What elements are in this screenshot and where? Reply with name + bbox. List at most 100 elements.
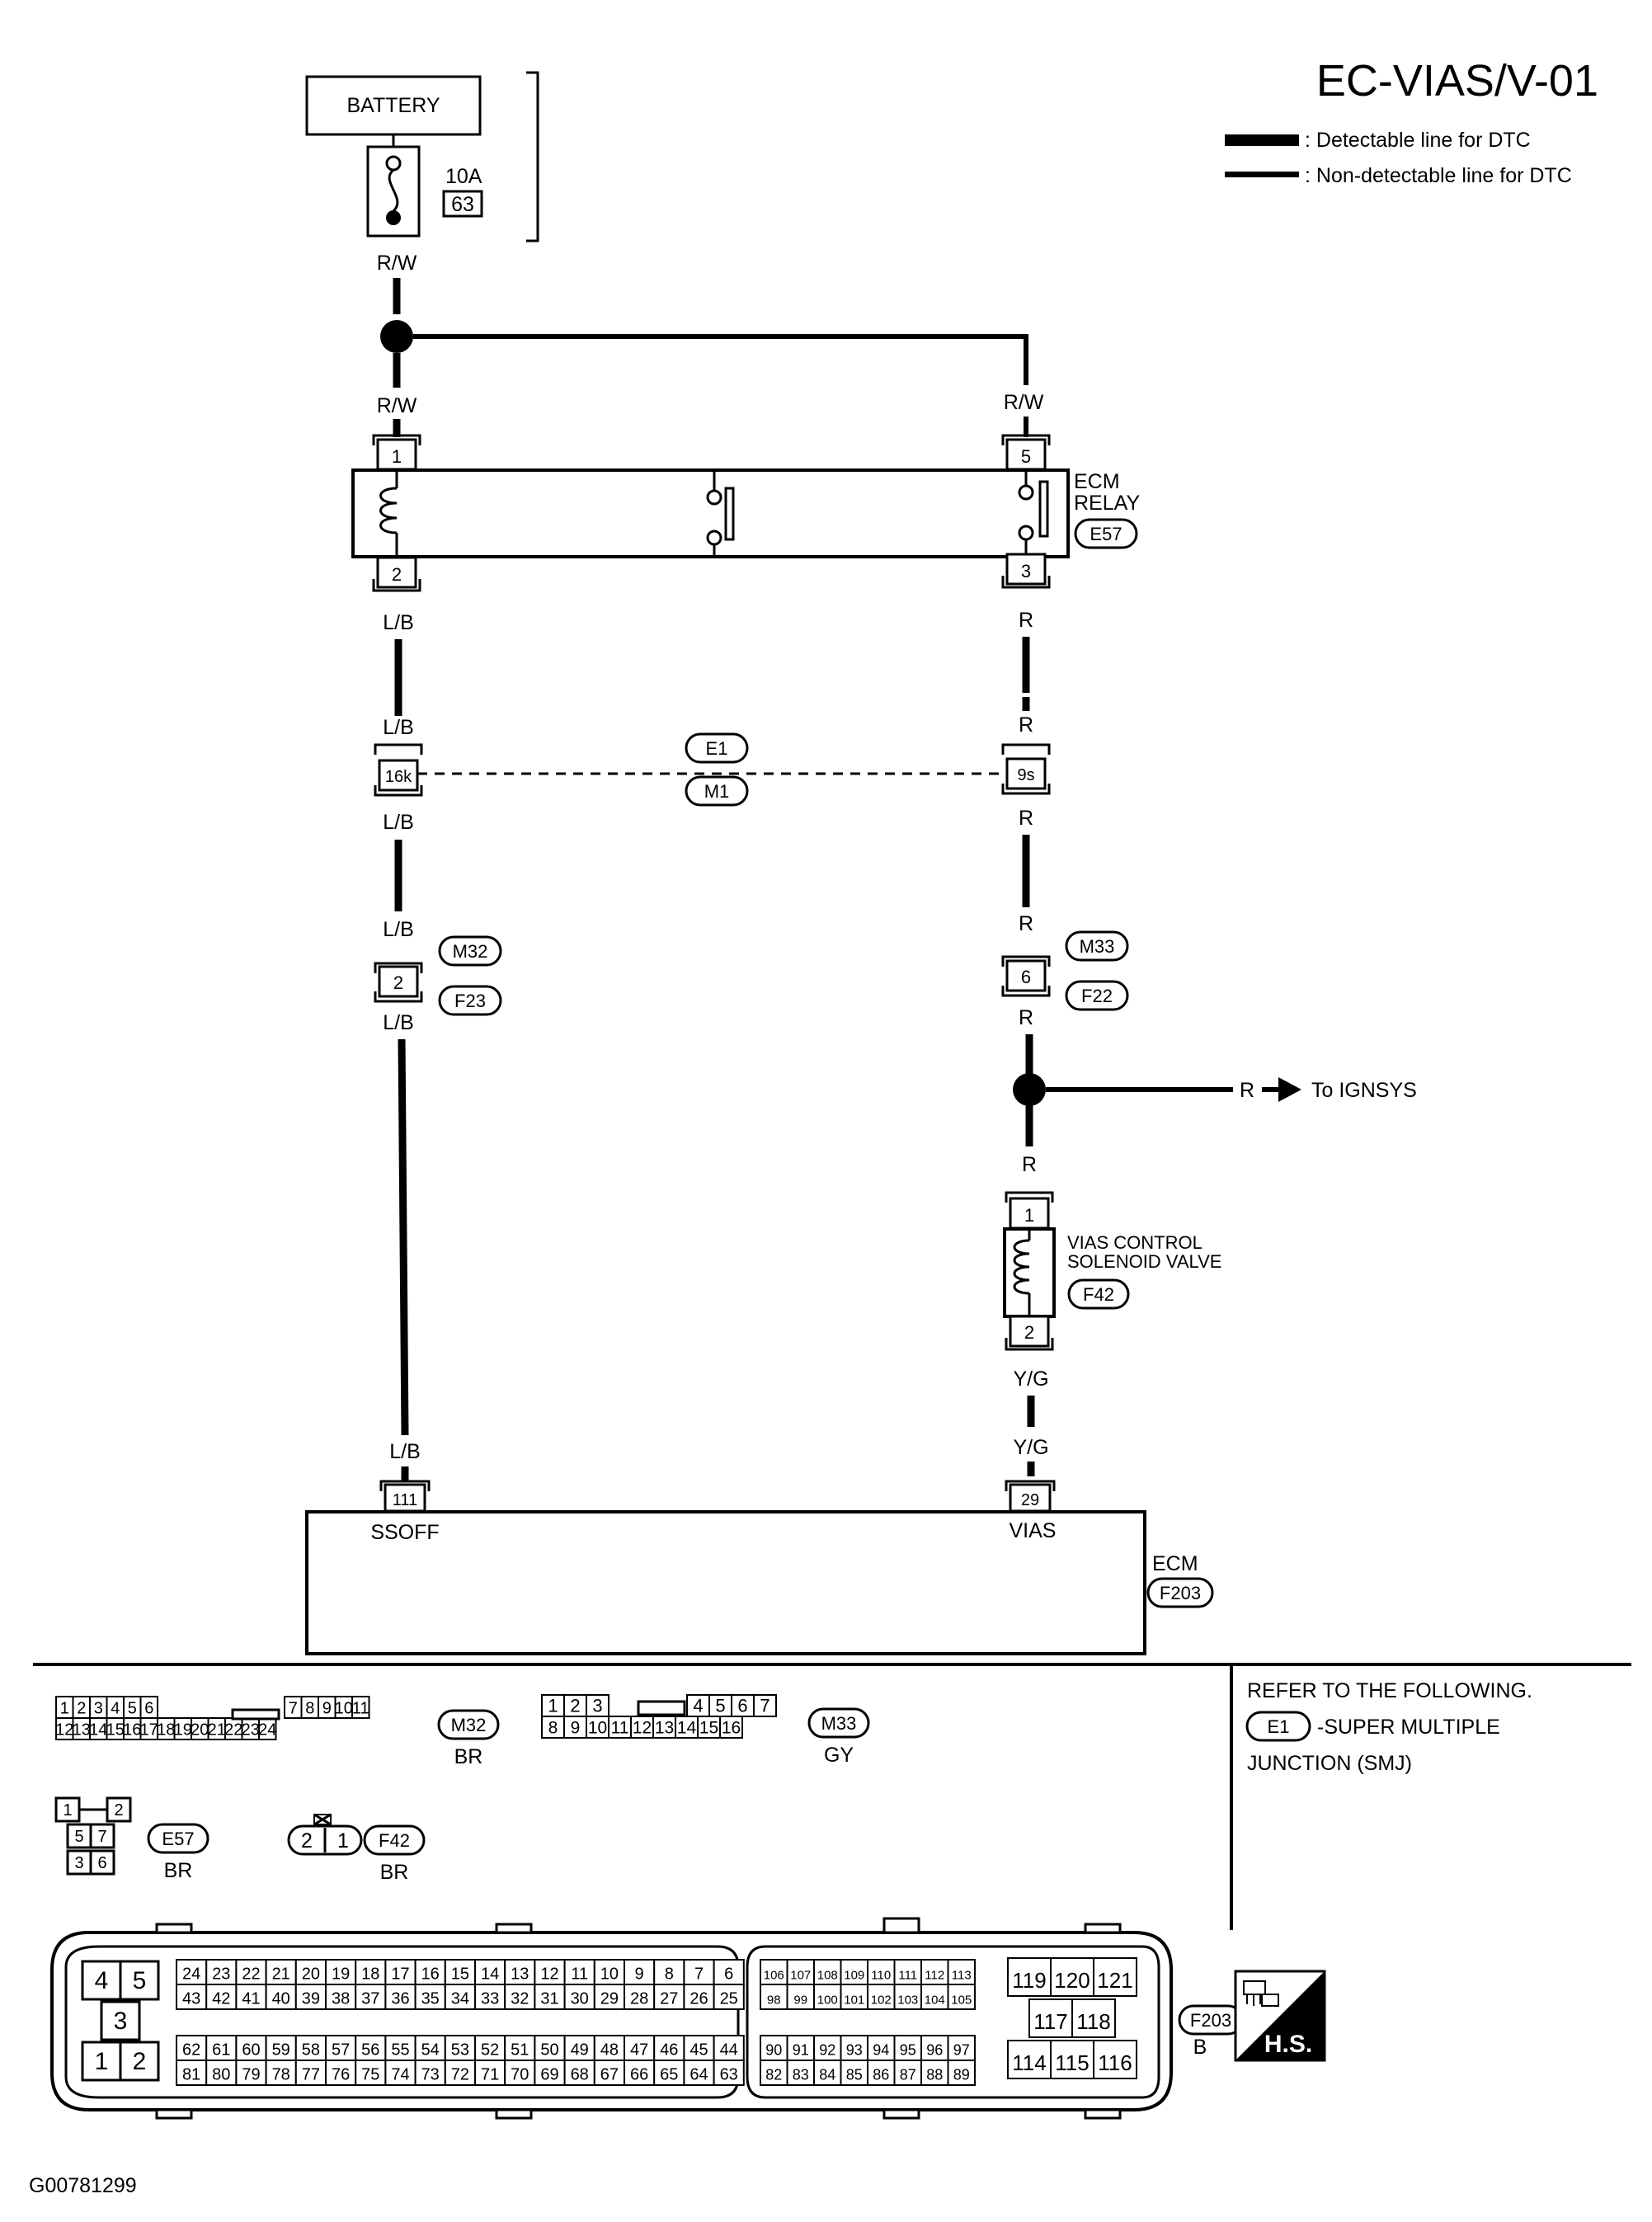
f203-pin-label: 93 — [846, 2041, 863, 2058]
m33-pin-label: 12 — [633, 1718, 652, 1737]
wire-label-rw-left: R/W — [377, 394, 417, 417]
connector-m32-oval — [438, 935, 502, 967]
f203-pin-63 — [713, 2060, 745, 2086]
svg-text:M33: M33 — [1080, 936, 1115, 957]
f203-pin-28 — [624, 1984, 656, 2010]
f203-pin-label: 62 — [182, 2041, 200, 2059]
svg-text:16k: 16k — [385, 768, 412, 786]
f203-pin-114 — [1007, 2040, 1052, 2079]
svg-text:F203: F203 — [1160, 1583, 1201, 1603]
refer-line-2: -SUPER MULTIPLE — [1317, 1716, 1500, 1739]
f203-pin-label: 84 — [819, 2066, 835, 2083]
m32-pin-label: 13 — [73, 1721, 91, 1739]
f203-pin-label: 37 — [361, 1989, 379, 2008]
m32-pin-label: 20 — [191, 1721, 209, 1739]
wire-label-lb-1: L/B — [383, 611, 414, 634]
svg-text:3: 3 — [1021, 561, 1031, 581]
svg-text:5: 5 — [1021, 446, 1031, 467]
f203-pin-label: 91 — [793, 2041, 809, 2058]
m32-pin-label: 8 — [305, 1699, 314, 1717]
f203-pin-121 — [1093, 1957, 1137, 1997]
legend-non-detectable: : Non-detectable line for DTC — [1305, 164, 1572, 187]
f203-pin-label: 49 — [571, 2041, 589, 2059]
m32-pin-label: 23 — [242, 1721, 260, 1739]
figure-code: G00781299 — [29, 2174, 137, 2197]
f203-pin-76 — [325, 2060, 357, 2086]
svg-text:F23: F23 — [454, 991, 486, 1011]
svg-text:3: 3 — [74, 1854, 83, 1872]
wire-label-yg-2: Y/G — [1013, 1436, 1048, 1459]
m32-pin-label: 21 — [208, 1721, 226, 1739]
f203-pin-label: 92 — [819, 2041, 835, 2058]
f203-pin-label: 27 — [660, 1989, 678, 2008]
f203-pin-label: 64 — [690, 2065, 708, 2083]
f203-pin-label: 106 — [764, 1968, 784, 1982]
svg-text:3: 3 — [114, 2008, 128, 2035]
wire-label-r-6: R — [1022, 1153, 1037, 1176]
m33-pin-label: 1 — [548, 1695, 558, 1716]
svg-text:2: 2 — [393, 972, 403, 993]
m32-pin-label: 19 — [174, 1721, 192, 1739]
m32-pin-label: 12 — [55, 1721, 73, 1739]
f203-pin-86 — [867, 2060, 896, 2086]
m33-pin-label: 10 — [588, 1718, 607, 1737]
fuse-number: 63 — [451, 193, 474, 216]
fuse-rating: 10A — [445, 165, 482, 188]
f203-pin-84 — [813, 2060, 842, 2086]
m32-pin-label: 10 — [335, 1699, 353, 1717]
f203-pin-89 — [947, 2060, 976, 2086]
f203-pin-17 — [384, 1959, 417, 1985]
svg-text:5: 5 — [74, 1828, 83, 1846]
svg-text:6: 6 — [1021, 967, 1031, 987]
svg-text:E57: E57 — [1090, 524, 1122, 544]
svg-text:E1: E1 — [1268, 1716, 1290, 1737]
f203-pin-73 — [414, 2060, 446, 2086]
f203-pin-label: 30 — [571, 1989, 589, 2008]
f203-pin-label: 71 — [481, 2065, 499, 2083]
refer-line-3: JUNCTION (SMJ) — [1247, 1752, 1412, 1775]
f203-pin-label: 119 — [1012, 1968, 1046, 1993]
svg-text:1: 1 — [63, 1801, 72, 1819]
svg-text:1: 1 — [1024, 1205, 1034, 1226]
f203-pin-label: 113 — [952, 1968, 972, 1982]
connector-view-e57-color: BR — [164, 1859, 193, 1882]
f203-pin-label: 60 — [242, 2041, 260, 2059]
smj-e1-oval — [685, 732, 749, 764]
wire-label-lb-5: L/B — [383, 1011, 414, 1034]
f203-pin-26 — [683, 1984, 715, 2010]
f203-pin-label: 66 — [630, 2065, 648, 2083]
f203-pin-111 — [893, 1959, 922, 1985]
m32-pin-label: 3 — [94, 1699, 103, 1717]
f203-pin-label: 89 — [953, 2066, 970, 2083]
f203-pin-label: 121 — [1097, 1968, 1132, 1993]
svg-text:F42: F42 — [1083, 1284, 1114, 1305]
svg-text:111: 111 — [393, 1491, 417, 1509]
f203-pin-label: 117 — [1033, 2009, 1067, 2034]
svg-text:BATTERY: BATTERY — [347, 94, 440, 117]
f203-pin-label: 95 — [900, 2041, 916, 2058]
m32-pin-label: 9 — [322, 1699, 332, 1717]
fuse — [366, 145, 421, 238]
m33-pin-8 — [541, 1716, 565, 1739]
m33-pin-label: 11 — [611, 1718, 629, 1737]
f203-pin-101 — [840, 1984, 868, 2010]
f203-pin-label: 63 — [720, 2065, 738, 2083]
m32-pin-label: 17 — [140, 1721, 158, 1739]
f203-pin-label: 72 — [451, 2065, 469, 2083]
wire-label-r-1: R — [1019, 609, 1033, 632]
m33-pin-label: 5 — [715, 1695, 725, 1716]
f203-pin-label: 41 — [242, 1989, 260, 2008]
f203-pin-label: 32 — [511, 1989, 529, 2008]
f203-pin-label: 81 — [182, 2065, 200, 2083]
connector-f42-oval — [1067, 1278, 1130, 1310]
f203-pin-113 — [947, 1959, 976, 1985]
f203-pin-116 — [1093, 2040, 1137, 2079]
m33-pin-label: 14 — [677, 1718, 697, 1737]
connector-view-f42: 2 1 — [287, 1813, 363, 1856]
f203-pin-label: 25 — [720, 1989, 738, 2008]
ecm-pin-vias: VIAS — [1010, 1519, 1057, 1542]
m33-pin-label: 15 — [699, 1718, 718, 1737]
wire-label-r-ignsys: R — [1240, 1079, 1254, 1102]
f203-pin-label: 55 — [391, 2041, 409, 2059]
